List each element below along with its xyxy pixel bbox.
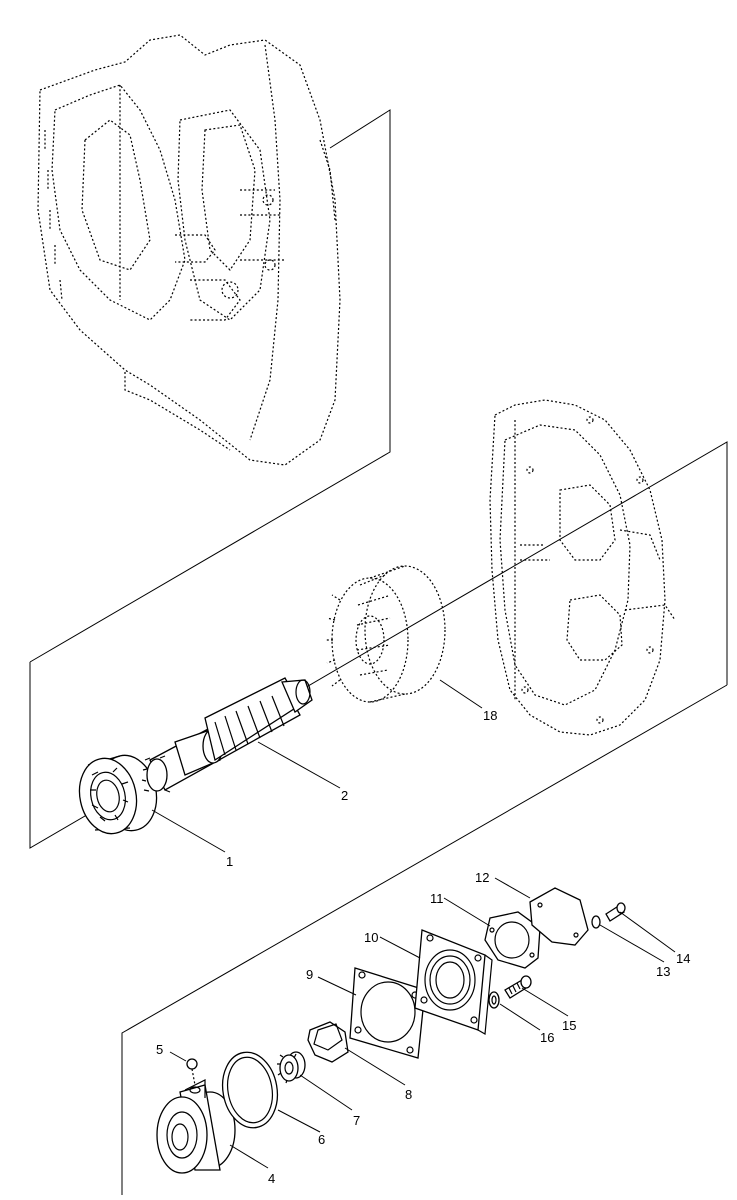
o-ring-part-6	[221, 1051, 279, 1129]
gasket-part-9	[349, 967, 426, 1059]
callout-8: 8	[405, 1087, 412, 1102]
pinion-gear-part-7	[277, 1051, 306, 1084]
callout-7: 7	[353, 1113, 360, 1128]
bolt-part-15	[504, 975, 532, 999]
callout-11: 11	[430, 891, 444, 906]
callout-18: 18	[483, 708, 497, 723]
group-frames	[29, 109, 728, 1195]
bearing-housing-part-4	[156, 1079, 236, 1174]
cover-plate-part-10	[414, 929, 493, 1035]
gasket-part-11	[484, 911, 541, 969]
lock-washer-part-16	[488, 991, 500, 1009]
transmission-housing-reference	[37, 34, 341, 466]
callout-9: 9	[306, 967, 313, 982]
callout-6: 6	[318, 1132, 325, 1147]
gear-18-reference	[325, 565, 446, 703]
callout-10: 10	[364, 930, 378, 945]
callout-1: 1	[226, 854, 233, 869]
callout-5: 5	[156, 1042, 163, 1057]
bolt-part-14	[605, 902, 626, 922]
callout-4: 4	[268, 1171, 275, 1186]
bearing-part-1	[78, 754, 158, 835]
cap-part-12	[529, 887, 589, 946]
callout-15: 15	[562, 1018, 576, 1033]
callout-13: 13	[656, 964, 670, 979]
shaft-part-2	[141, 677, 313, 793]
callout-14: 14	[676, 951, 690, 966]
callout-2: 2	[341, 788, 348, 803]
callout-labels: 1 2 4 5 6 7 8 9 10 11 12 13 14 15 16 18	[156, 708, 690, 1186]
clutch-housing-reference	[489, 399, 676, 736]
callout-16: 16	[540, 1030, 554, 1045]
plug-part-8	[307, 1021, 349, 1063]
leader-lines	[151, 679, 676, 1169]
washer-part-13	[591, 915, 601, 929]
callout-12: 12	[475, 870, 489, 885]
ball-part-5	[186, 1058, 198, 1070]
